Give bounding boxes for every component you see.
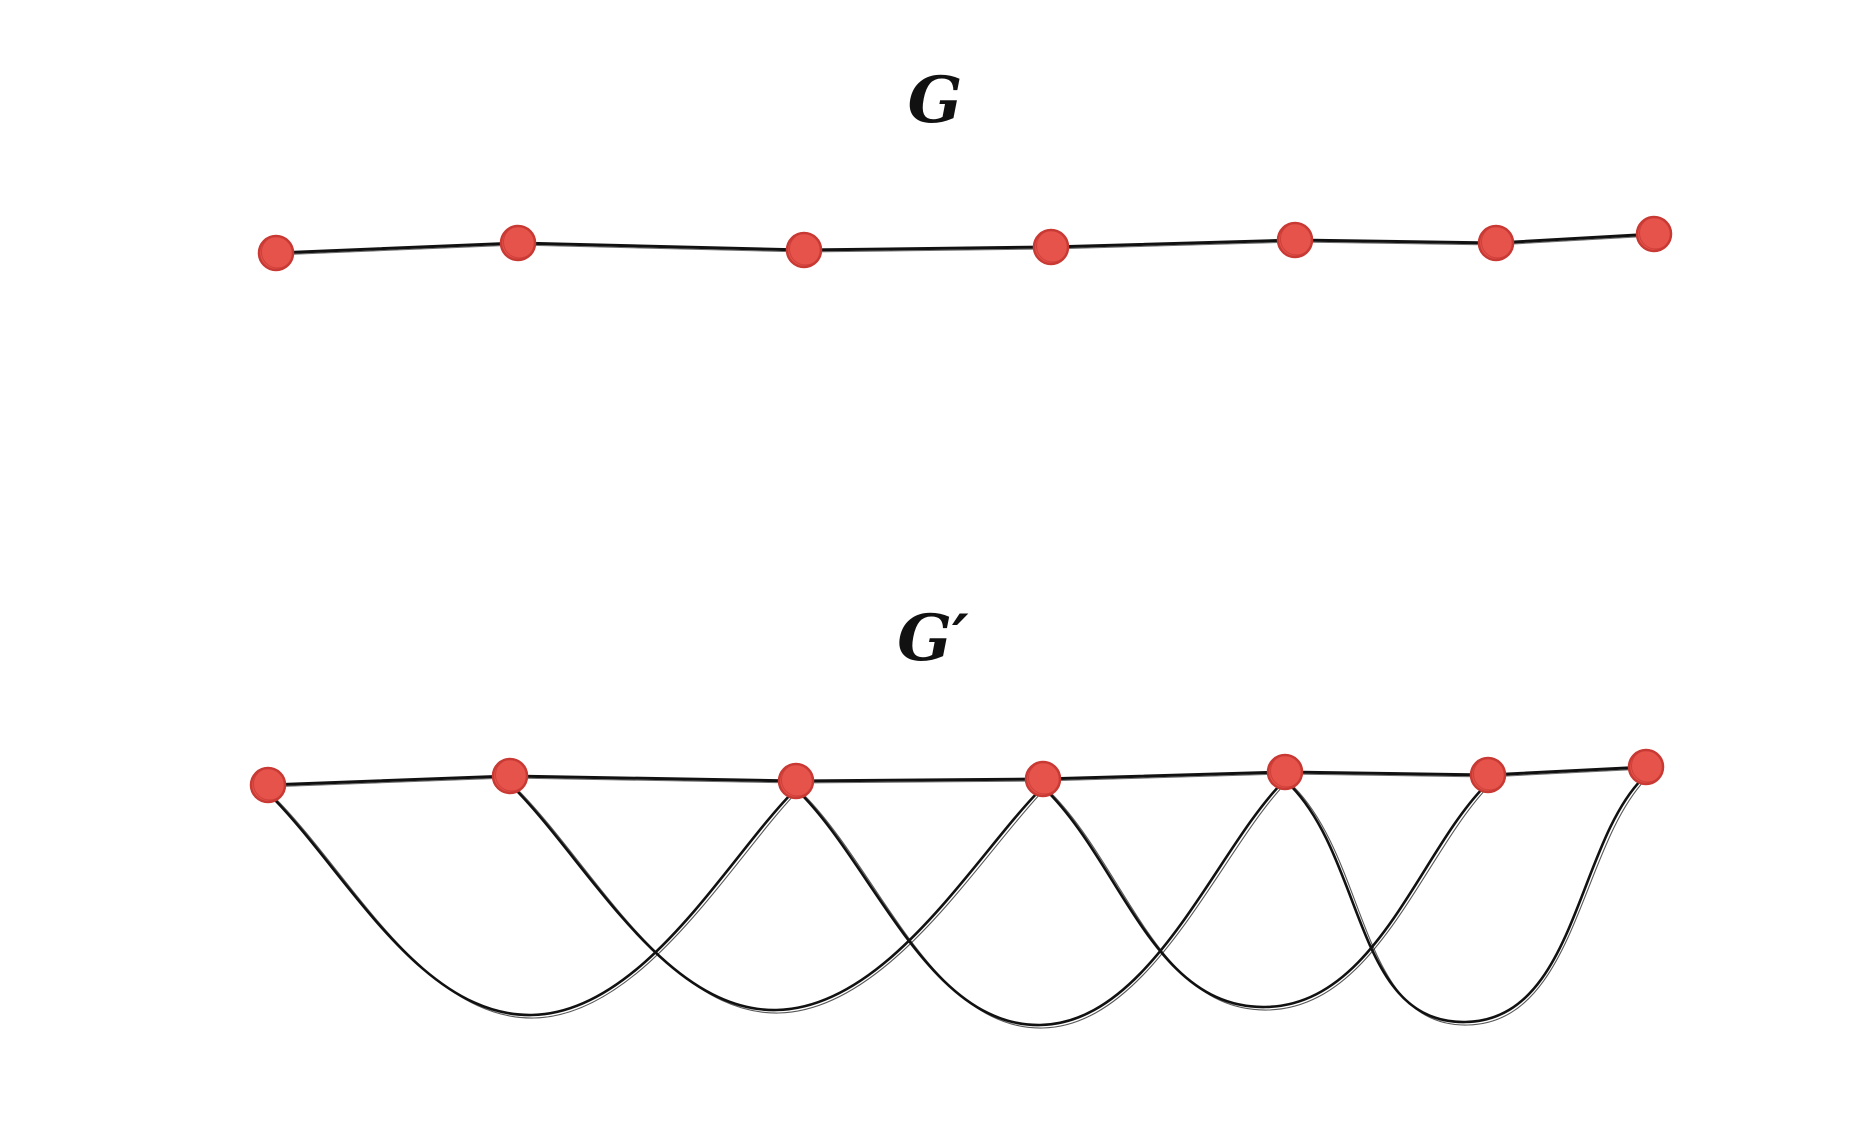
node-6-sketch bbox=[1631, 749, 1664, 783]
path-edge-sketch bbox=[795, 780, 1044, 784]
skip-edge bbox=[272, 791, 794, 1017]
path-edge bbox=[794, 777, 1045, 783]
path-edge-sketch bbox=[1050, 241, 1296, 250]
path-edge bbox=[802, 245, 1053, 252]
skip-edge-sketch bbox=[1051, 787, 1488, 1011]
path-edge-sketch bbox=[267, 777, 511, 788]
node-6-sketch bbox=[1639, 216, 1672, 250]
node-1-sketch bbox=[503, 225, 536, 259]
node-3-sketch bbox=[1036, 229, 1069, 263]
node-3-sketch bbox=[1028, 761, 1061, 795]
node-1-sketch bbox=[495, 758, 528, 792]
node-4-sketch bbox=[1270, 754, 1303, 788]
node-2 bbox=[785, 231, 823, 269]
node-0-sketch bbox=[261, 235, 294, 269]
node-5 bbox=[1477, 224, 1515, 262]
skip-edge-sketch bbox=[276, 793, 796, 1019]
node-6 bbox=[1627, 748, 1665, 786]
path-edge bbox=[1293, 238, 1498, 245]
node-0-sketch bbox=[253, 767, 286, 801]
path-edge-sketch bbox=[275, 244, 519, 256]
node-3 bbox=[1032, 228, 1070, 266]
path-edge-sketch bbox=[1284, 773, 1489, 778]
skip-edge bbox=[514, 788, 1041, 1012]
node-2 bbox=[777, 762, 815, 800]
path-edge-sketch bbox=[1042, 773, 1286, 782]
path-edge bbox=[508, 774, 798, 783]
node-5-sketch bbox=[1473, 757, 1506, 791]
skip-edge-sketch bbox=[804, 784, 1285, 1029]
skip-edge bbox=[800, 782, 1283, 1027]
node-6 bbox=[1635, 215, 1673, 253]
graph-g-title: G bbox=[908, 63, 963, 138]
node-4 bbox=[1266, 753, 1304, 791]
path-edge bbox=[1049, 238, 1297, 249]
path-edge-sketch bbox=[509, 777, 797, 784]
node-5 bbox=[1469, 756, 1507, 794]
path-edge bbox=[1041, 770, 1287, 781]
skip-edge bbox=[1289, 777, 1644, 1024]
path-edge bbox=[516, 241, 806, 252]
graph-g-prime-title: G′ bbox=[897, 601, 969, 676]
path-edge bbox=[266, 774, 512, 787]
path-edge bbox=[274, 241, 520, 255]
skip-edge-sketch bbox=[1293, 779, 1646, 1026]
path-edge-sketch bbox=[1487, 768, 1647, 778]
graph-g-path-edges bbox=[274, 232, 1656, 256]
path-edge-sketch bbox=[803, 248, 1052, 253]
path-edge-sketch bbox=[517, 244, 805, 253]
graph-g-nodes bbox=[257, 215, 1673, 272]
graph-g: G bbox=[257, 63, 1673, 272]
node-0 bbox=[249, 766, 287, 804]
path-edge-sketch bbox=[1495, 235, 1655, 246]
node-2-sketch bbox=[789, 232, 822, 266]
skip-edge-sketch bbox=[518, 790, 1043, 1014]
path-edge bbox=[1486, 765, 1648, 777]
node-4-sketch bbox=[1280, 222, 1313, 256]
node-1 bbox=[491, 757, 529, 795]
graph-g-prime-path-edges bbox=[266, 765, 1648, 788]
path-edge bbox=[1283, 770, 1490, 777]
node-4 bbox=[1276, 221, 1314, 259]
node-2-sketch bbox=[781, 763, 814, 797]
node-3 bbox=[1024, 760, 1062, 798]
skip-edge bbox=[1047, 785, 1486, 1009]
graph-g-prime-nodes bbox=[249, 748, 1665, 804]
graph-g-prime-skip-edges bbox=[272, 777, 1646, 1029]
graph-g-prime: G′ bbox=[249, 601, 1665, 1029]
node-1 bbox=[499, 224, 537, 262]
node-0 bbox=[257, 234, 295, 272]
path-edge bbox=[1494, 232, 1656, 245]
node-5-sketch bbox=[1481, 225, 1514, 259]
path-edge-sketch bbox=[1294, 241, 1497, 246]
